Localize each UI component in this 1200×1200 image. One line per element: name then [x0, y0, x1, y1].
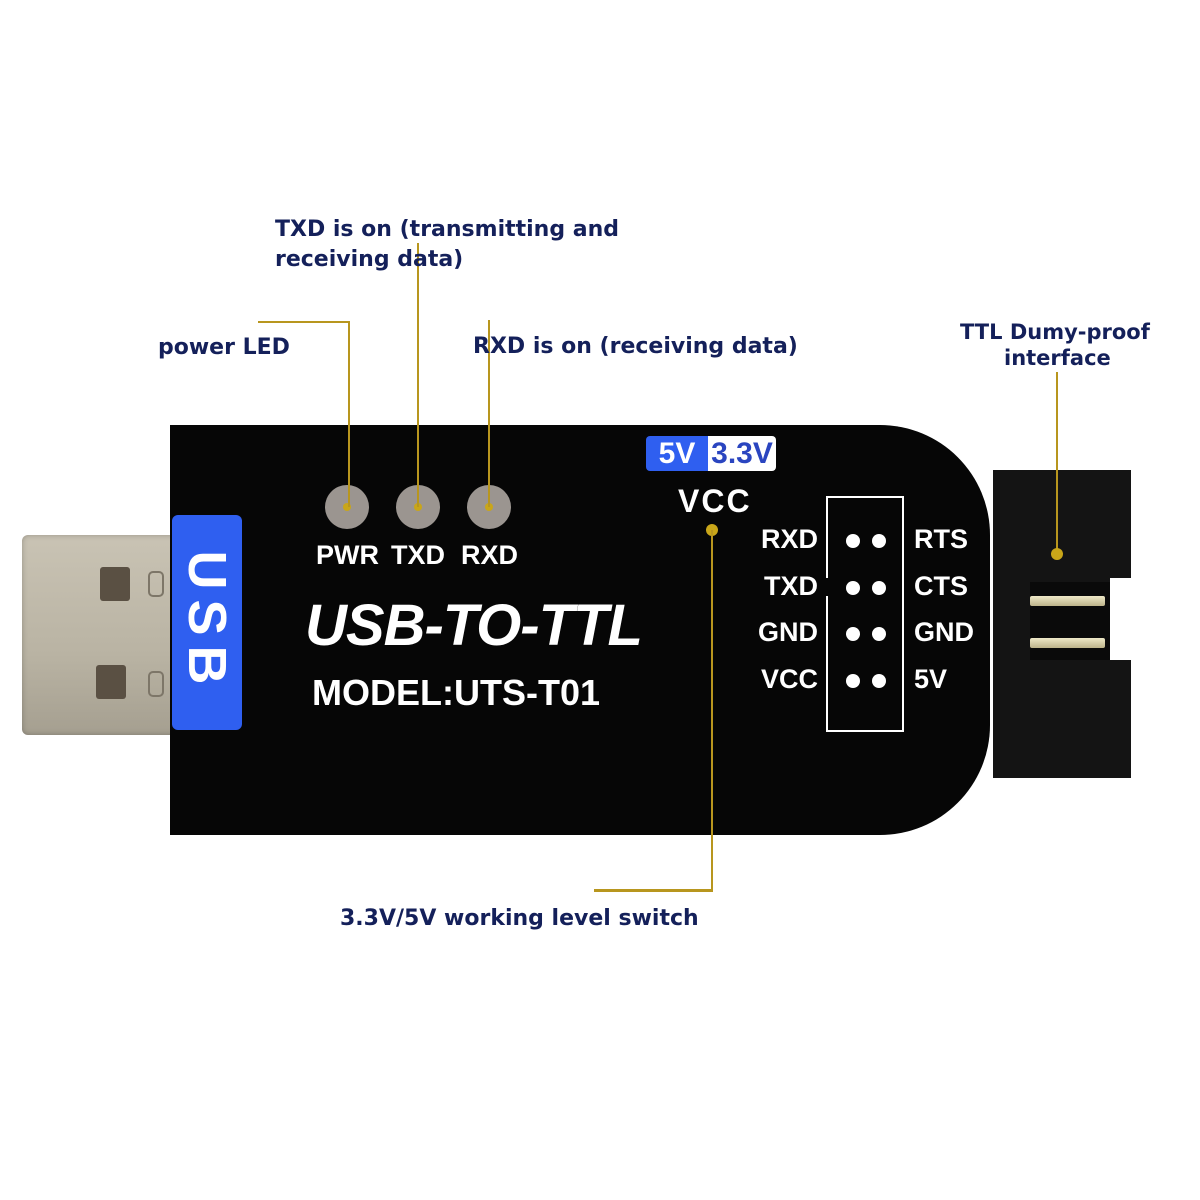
leader-line-level-switch — [594, 889, 713, 892]
voltage-option-5v[interactable]: 5V — [646, 436, 708, 471]
pin-header-outline — [826, 496, 904, 732]
pin-dot-icon — [872, 674, 886, 688]
pin-label-right: 5V — [914, 664, 948, 694]
pin-label-left: VCC — [760, 664, 818, 694]
pin-dot-icon — [846, 627, 860, 641]
leader-line-level-switch — [711, 530, 713, 892]
pin-dot-icon — [846, 674, 860, 688]
led-label-pwr: PWR — [316, 540, 379, 570]
callout-power-led: power LED — [158, 335, 290, 360]
ttl-anchor-dot — [1051, 548, 1063, 560]
callout-rxd: RXD is on (receiving data) — [473, 334, 798, 359]
leader-line-txd — [417, 243, 419, 507]
pin-row: GND GND — [0, 617, 1200, 649]
callout-txd-line1: TXD is on (transmitting and — [275, 217, 620, 242]
leader-line-ttl — [1056, 372, 1058, 552]
pin-label-left: TXD — [764, 571, 818, 601]
pin-dot-icon — [846, 581, 860, 595]
leader-line-power-led — [348, 321, 350, 507]
ttl-pin — [1030, 638, 1105, 648]
pin-dot-icon — [846, 534, 860, 548]
pin-label-right: CTS — [914, 571, 968, 601]
pin-label-right: GND — [914, 617, 974, 647]
pin-dot-icon — [872, 627, 886, 641]
pin-dot-icon — [872, 534, 886, 548]
voltage-option-3v3[interactable]: 3.3V — [708, 436, 776, 471]
pin-row: VCC 5V — [0, 664, 1200, 696]
usb-plug-slot — [148, 671, 164, 697]
callout-level-switch: 3.3V/5V working level switch — [340, 906, 699, 931]
callout-ttl-line1: TTL Dumy-proof — [960, 320, 1150, 344]
vcc-label: VCC — [678, 483, 752, 519]
usb-plug-slot — [148, 571, 164, 597]
pwr-led-icon — [325, 485, 369, 529]
pin-label-left: GND — [758, 617, 818, 647]
pin-label-right: RTS — [914, 524, 968, 554]
leader-line-power-led — [258, 321, 350, 323]
leader-line-rxd — [488, 320, 490, 507]
pin-dot-icon — [872, 581, 886, 595]
usb-plug-hole — [96, 665, 126, 699]
callout-txd-line2: receiving data) — [275, 247, 464, 272]
ttl-connector-notch — [1110, 578, 1140, 660]
led-anchor-dot — [414, 503, 422, 511]
led-anchor-dot — [343, 503, 351, 511]
led-label-txd: TXD — [391, 540, 445, 570]
device-model: MODEL:UTS-T01 — [312, 672, 600, 713]
pin-header-gap — [824, 578, 828, 596]
led-label-rxd: RXD — [461, 540, 519, 570]
usb-label-tab: USB — [172, 515, 242, 730]
led-anchor-dot — [485, 503, 493, 511]
pin-label-left: RXD — [760, 524, 818, 554]
ttl-pin — [1030, 596, 1105, 606]
pin-row: RXD RTS — [0, 524, 1200, 556]
device-title: USB-TO-TTL — [305, 593, 643, 658]
usb-plug-hole — [100, 567, 130, 601]
usb-a-plug — [22, 535, 182, 735]
pin-row: TXD CTS — [0, 571, 1200, 603]
callout-ttl-line2: interface — [1004, 346, 1111, 370]
